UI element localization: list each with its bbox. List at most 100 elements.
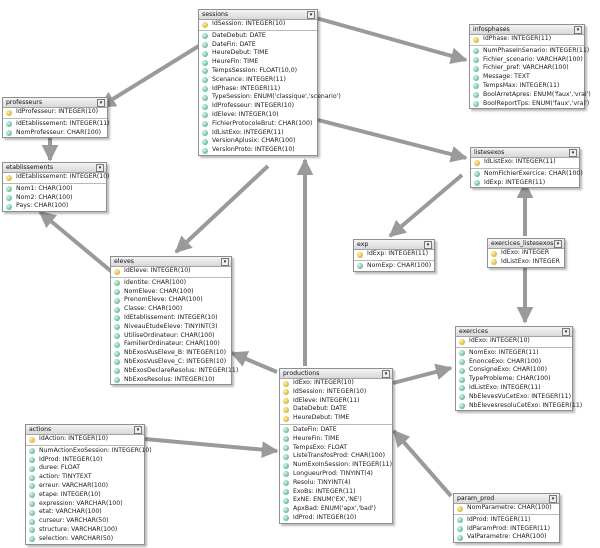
column-row: IdListExo: INTEGER(11) xyxy=(471,158,579,167)
table-title[interactable]: param_prod▾ xyxy=(454,494,559,504)
table-title[interactable]: eleves▾ xyxy=(111,257,231,267)
column-icon xyxy=(202,112,208,119)
column-label: Message: TEXT xyxy=(483,73,530,81)
column-label: DateFin: DATE xyxy=(293,425,337,433)
table-title[interactable]: exp▾ xyxy=(354,240,434,250)
column-icon xyxy=(459,385,465,392)
collapse-toggle-icon[interactable]: ▾ xyxy=(307,11,315,19)
column-row: IdExo: INTEGER xyxy=(488,249,564,258)
column-label: TempsExo: FLOAT xyxy=(293,443,348,451)
collapse-toggle-icon[interactable]: ▾ xyxy=(221,258,229,266)
arrow-eleves-to-etablissements xyxy=(38,210,114,274)
column-row: HeureFin: TIME xyxy=(199,58,317,67)
collapse-toggle-icon[interactable]: ▾ xyxy=(96,164,104,172)
column-label: NomFichierExercice: CHAR(100) xyxy=(484,169,583,177)
primary-key-icon xyxy=(459,338,465,345)
collapse-toggle-icon[interactable]: ▾ xyxy=(424,241,432,249)
collapse-toggle-icon[interactable]: ▾ xyxy=(569,149,577,157)
table-title-label: exercices xyxy=(459,328,488,335)
table-professeurs[interactable]: professeurs▾IdProfesseur: INTEGER(10)IdE… xyxy=(2,97,110,139)
column-row: IdProd: INTEGER(10) xyxy=(26,456,144,465)
column-label: erreur: VARCHAR(100) xyxy=(39,481,109,489)
column-icon xyxy=(202,50,208,57)
table-exp[interactable]: exp▾IdExp: INTEGER(11)NomExp: CHAR(100) xyxy=(353,239,435,272)
column-label: IdSession: INTEGER(10) xyxy=(293,387,367,395)
collapse-toggle-icon[interactable]: ▾ xyxy=(97,99,105,107)
collapse-toggle-icon[interactable]: ▾ xyxy=(382,370,390,378)
column-row: expression: VARCHAR(100) xyxy=(26,500,144,509)
column-label: IdPhase: INTEGER(11) xyxy=(212,84,281,92)
column-row: NbExosVusEleve_C: INTEGER(10) xyxy=(111,358,231,367)
key-separator xyxy=(454,513,559,515)
column-label: IdListExo: INTEGER(11) xyxy=(484,158,556,165)
table-title[interactable]: actions ▾ xyxy=(26,425,144,435)
column-label: BoolArretApres: ENUM('faux','vrai') xyxy=(483,90,591,98)
primary-key-icon xyxy=(491,259,497,266)
arrow-sessions-to-eleves xyxy=(174,164,270,254)
column-label: NomExo: INTEGER(11) xyxy=(469,348,539,356)
column-icon xyxy=(283,506,289,513)
column-label: TempsMax: INTEGER(11) xyxy=(483,81,560,89)
column-icon xyxy=(29,474,35,481)
column-row: action: TINYTEXT xyxy=(26,473,144,482)
table-sessions[interactable]: sessions▾IdSession: INTEGER(10)DateDebut… xyxy=(198,9,341,156)
table-title-label: actions xyxy=(29,426,52,433)
collapse-toggle-icon[interactable]: ▾ xyxy=(134,426,142,434)
column-icon xyxy=(457,534,463,541)
column-icon xyxy=(29,465,35,472)
collapse-toggle-icon[interactable]: ▾ xyxy=(562,328,570,336)
column-label: ConsigneExo: CHAR(100) xyxy=(469,366,547,374)
column-label: NbElevesresoluCetExo: INTEGER(11) xyxy=(469,401,583,409)
column-icon xyxy=(459,359,465,366)
column-label: NomExp: CHAR(100) xyxy=(367,261,432,269)
primary-key-icon xyxy=(491,250,497,257)
table-title[interactable]: sessions▾ xyxy=(199,10,317,20)
column-row: NbExosResolus: INTEGER(10) xyxy=(111,376,231,385)
column-label: NbElevesVuCetExo: INTEGER(11) xyxy=(469,392,572,400)
table-title[interactable]: professeurs ▾ xyxy=(3,98,107,108)
table-title-label: listesexos xyxy=(474,149,505,156)
column-row: IdAction: INTEGER(10) xyxy=(26,435,144,444)
table-eleves[interactable]: eleves▾IdEleve: INTEGER(10)Identite: CHA… xyxy=(110,256,238,386)
table-title-label: professeurs xyxy=(6,99,43,106)
table-listesexos[interactable]: listesexos ▾ IdListExo: INTEGER(11) NomFich… xyxy=(470,147,583,189)
column-row: ApxBad: ENUM('apx','bad') xyxy=(280,505,392,514)
table-etablissements[interactable]: etablissements▾IdEtablissement: INTEGER(… xyxy=(2,162,110,213)
column-row: ExNE: ENUM('EX','NE') xyxy=(280,496,392,505)
column-row: NomParametre: CHAR(100) xyxy=(454,504,559,513)
table-title[interactable]: etablissements▾ xyxy=(3,163,106,173)
column-row: Fichier_pref: VARCHAR(100) xyxy=(470,64,584,73)
column-row: DateDebut: DATE xyxy=(280,405,392,414)
column-row: IdEtablissement: INTEGER(10) xyxy=(3,173,110,182)
table-infosphases[interactable]: infosphases▾IdPhase: INTEGER(11)NumPhase… xyxy=(469,24,591,110)
column-row: IdExp: INTEGER(11) xyxy=(471,179,579,188)
table-title[interactable]: infosphases▾ xyxy=(470,25,584,35)
column-icon xyxy=(457,517,463,524)
table-actions[interactable]: actions▾IdAction: INTEGER(10)NumActionEx… xyxy=(25,424,152,545)
column-icon xyxy=(114,350,120,357)
table-title[interactable]: productions▾ xyxy=(280,369,392,379)
column-label: Nom2: CHAR(100) xyxy=(16,193,73,201)
column-row: IdProd: INTEGER(11) xyxy=(454,516,559,525)
column-label: NbExosVusEleve_C: INTEGER(10) xyxy=(124,357,227,365)
table-productions[interactable]: productions▾IdExo: INTEGER(10)IdSession:… xyxy=(279,368,393,524)
column-label: TypeProbleme: CHAR(100) xyxy=(469,375,551,383)
table-title[interactable]: exercices ▾ xyxy=(456,327,572,337)
column-label: ValParametre: CHAR(100) xyxy=(467,533,547,541)
column-icon xyxy=(114,315,120,322)
column-label: UtiliseOrdinateur: CHAR(100) xyxy=(124,331,215,339)
column-row: Nom1: CHAR(100) xyxy=(3,185,106,194)
collapse-toggle-icon[interactable]: ▾ xyxy=(574,26,582,34)
table-param-prod[interactable]: param_prod▾NomParametre: CHAR(100) IdProd… xyxy=(453,493,560,544)
table-title[interactable]: exercices_listesexos▾ xyxy=(488,239,564,249)
column-icon xyxy=(202,121,208,128)
column-row: TempsSession: FLOAT(10,0) xyxy=(199,67,317,76)
table-title[interactable]: listesexos ▾ xyxy=(471,148,579,158)
key-separator xyxy=(3,182,106,184)
table-exercices[interactable]: exercices▾IdExo: INTEGER(10)NomExo: INTE… xyxy=(455,326,582,412)
collapse-toggle-icon[interactable]: ▾ xyxy=(554,240,562,248)
column-label: selection: VARCHAR(50) xyxy=(39,534,114,542)
collapse-toggle-icon[interactable]: ▾ xyxy=(549,495,557,503)
